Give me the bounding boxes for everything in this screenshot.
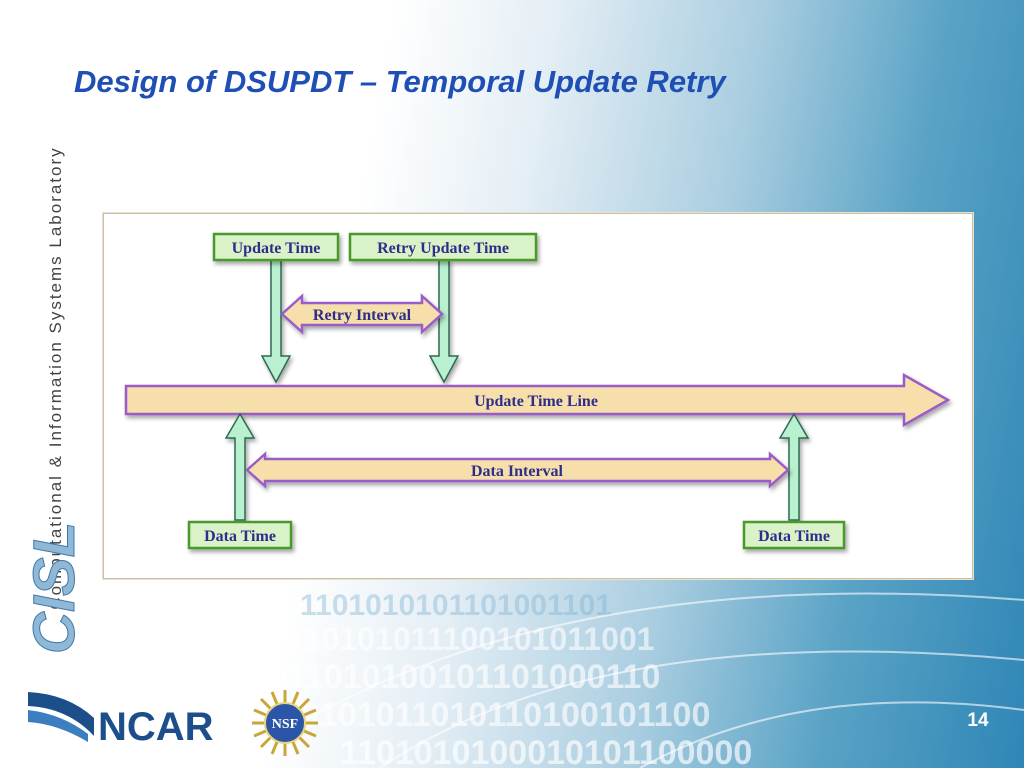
retry-interval-label: Retry Interval [313, 307, 412, 324]
update-time-label: Update Time [232, 240, 321, 257]
update-time-down-arrow [260, 259, 292, 384]
slide-title: Design of DSUPDT – Temporal Update Retry [74, 64, 726, 99]
svg-text:1101010100010101100000: 1101010100010101100000 [340, 734, 752, 768]
nsf-logo: NSF [252, 690, 318, 756]
ncar-logo: NCAR [28, 692, 214, 744]
retry-update-time-label: Retry Update Time [377, 240, 509, 257]
diagram-frame: Retry Interval Update Time Line Data Int… [103, 213, 973, 579]
nsf-logo-text: NSF [272, 717, 298, 732]
retry-update-time-box: Retry Update Time [348, 232, 538, 262]
cisl-logo: CISL [28, 521, 88, 654]
data-time-right-up-arrow [778, 412, 810, 521]
retry-update-time-down-arrow [428, 259, 460, 384]
data-time-left-label: Data Time [204, 528, 276, 545]
svg-text:1101010101101001101: 1101010101101001101 [300, 589, 612, 622]
data-time-left-up-arrow [224, 412, 256, 521]
globe-grid-lines [229, 592, 1024, 768]
svg-text:1011010100101101000110: 1011010100101101000110 [250, 658, 660, 696]
data-interval-label: Data Interval [471, 463, 564, 480]
ncar-logo-text: NCAR [98, 705, 214, 744]
data-time-right-label: Data Time [758, 528, 830, 545]
binary-digits-pattern: 1101010101101001101 01101010111001010110… [250, 589, 752, 768]
update-time-line-arrow [124, 372, 951, 428]
data-time-right-box: Data Time [742, 520, 846, 550]
retry-interval-arrow [280, 293, 444, 335]
svg-text:0101011010110100101100: 0101011010110100101100 [300, 696, 710, 734]
timeline-diagram: Retry Interval Update Time Line Data Int… [124, 232, 951, 550]
ncar-swoosh-icon [28, 692, 94, 736]
page-number: 14 [967, 710, 989, 731]
data-interval-arrow [245, 451, 790, 489]
update-time-line-label: Update Time Line [474, 393, 598, 410]
data-time-left-box: Data Time [187, 520, 293, 550]
update-time-box: Update Time [212, 232, 340, 262]
cisl-logo-text: CISL [28, 522, 87, 654]
